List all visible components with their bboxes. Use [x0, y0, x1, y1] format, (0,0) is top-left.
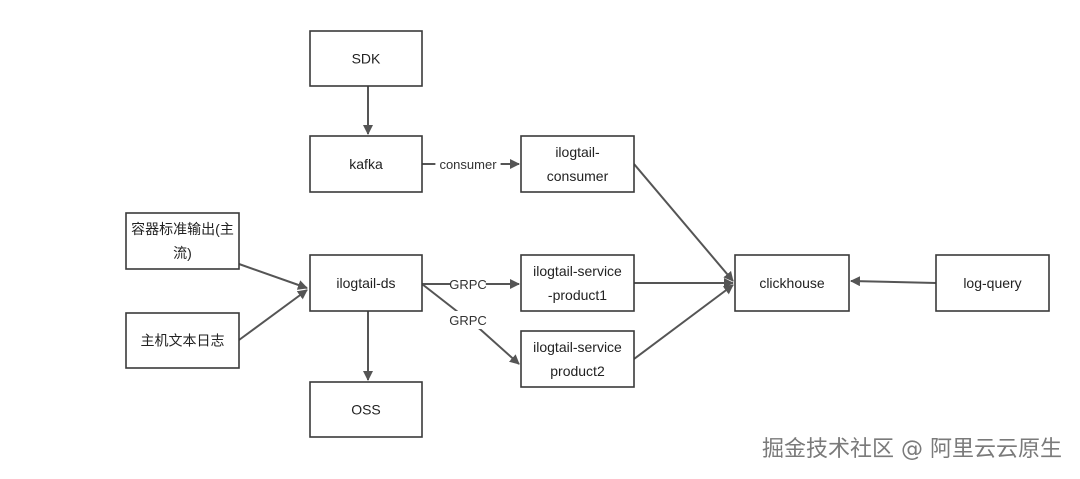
node-label-line: ilogtail-ds [336, 275, 395, 291]
edge-arrow [421, 283, 520, 365]
edge-label: GRPC [449, 313, 487, 328]
node-label-line: clickhouse [759, 275, 825, 291]
edge-arrow [633, 284, 734, 360]
node-ilogtail-service-product1: ilogtail-service -product1 [520, 254, 635, 312]
edge-ilogtail-consumer-to-clickhouse [633, 163, 734, 282]
node-oss: OSS [309, 381, 423, 438]
edge-ilogtail-ds-to-ilogtail-service-product1: GRPC [422, 275, 520, 293]
edge-label-background [450, 275, 486, 293]
node-box [520, 330, 635, 388]
node-ilogtail-service-product2: ilogtail-service product2 [520, 330, 635, 388]
edge-ilogtail-ds-to-ilogtail-service-product2: GRPC [421, 283, 520, 365]
node-label-line: SDK [352, 51, 381, 67]
node-label-line: consumer [547, 168, 609, 184]
edge-host-text-log-to-ilogtail-ds [238, 289, 308, 341]
edge-label: consumer [439, 157, 497, 172]
node-label-line: ilogtail-service [533, 263, 622, 279]
node-label-line: product2 [550, 363, 605, 379]
node-container-stdout: 容器标准输出(主流) [125, 212, 240, 270]
watermark-text: 掘金技术社区 @ 阿里云云原生 [762, 437, 1062, 462]
node-label-line: kafka [349, 156, 383, 172]
node-box [520, 254, 635, 312]
node-box [125, 212, 240, 270]
node-box [935, 254, 1050, 312]
node-clickhouse: clickhouse [734, 254, 850, 312]
node-ilogtail-ds: ilogtail-ds [309, 254, 423, 312]
node-label-line: 主机文本日志 [141, 333, 225, 349]
node-box [520, 135, 635, 193]
node-box [309, 30, 423, 87]
node-box [309, 381, 423, 438]
edge-label-background [450, 311, 486, 329]
node-label-line: ilogtail- [555, 144, 600, 160]
node-kafka: kafka [309, 135, 423, 193]
edge-arrow [633, 163, 734, 282]
edge-kafka-to-ilogtail-consumer: consumer [422, 155, 520, 173]
node-label-line: OSS [351, 402, 381, 418]
edge-arrow [238, 289, 308, 341]
node-box [309, 254, 423, 312]
edge-log-query-to-clickhouse [850, 276, 937, 287]
node-label-line: 容器标准输出(主 [131, 221, 234, 237]
node-box [309, 135, 423, 193]
node-label-line: 流) [173, 245, 192, 261]
node-box [125, 312, 240, 369]
node-ilogtail-consumer: ilogtail-consumer [520, 135, 635, 193]
edge-label-background [435, 155, 501, 173]
node-sdk: SDK [309, 30, 423, 87]
node-log-query: log-query [935, 254, 1050, 312]
edge-arrow [850, 276, 937, 287]
node-label-line: log-query [963, 275, 1021, 291]
edge-label: GRPC [449, 277, 487, 292]
node-label-line: -product1 [548, 287, 607, 303]
node-box [734, 254, 850, 312]
edge-ilogtail-service-product2-to-clickhouse [633, 284, 734, 360]
node-label-line: ilogtail-service [533, 339, 622, 355]
edge-container-stdout-to-ilogtail-ds [238, 263, 308, 290]
edge-arrow [238, 263, 308, 290]
node-host-text-log: 主机文本日志 [125, 312, 240, 369]
nodes-layer: SDK kafka ilogtail-consumer 容器标准输出(主流) 主机文本日… [125, 30, 1050, 438]
